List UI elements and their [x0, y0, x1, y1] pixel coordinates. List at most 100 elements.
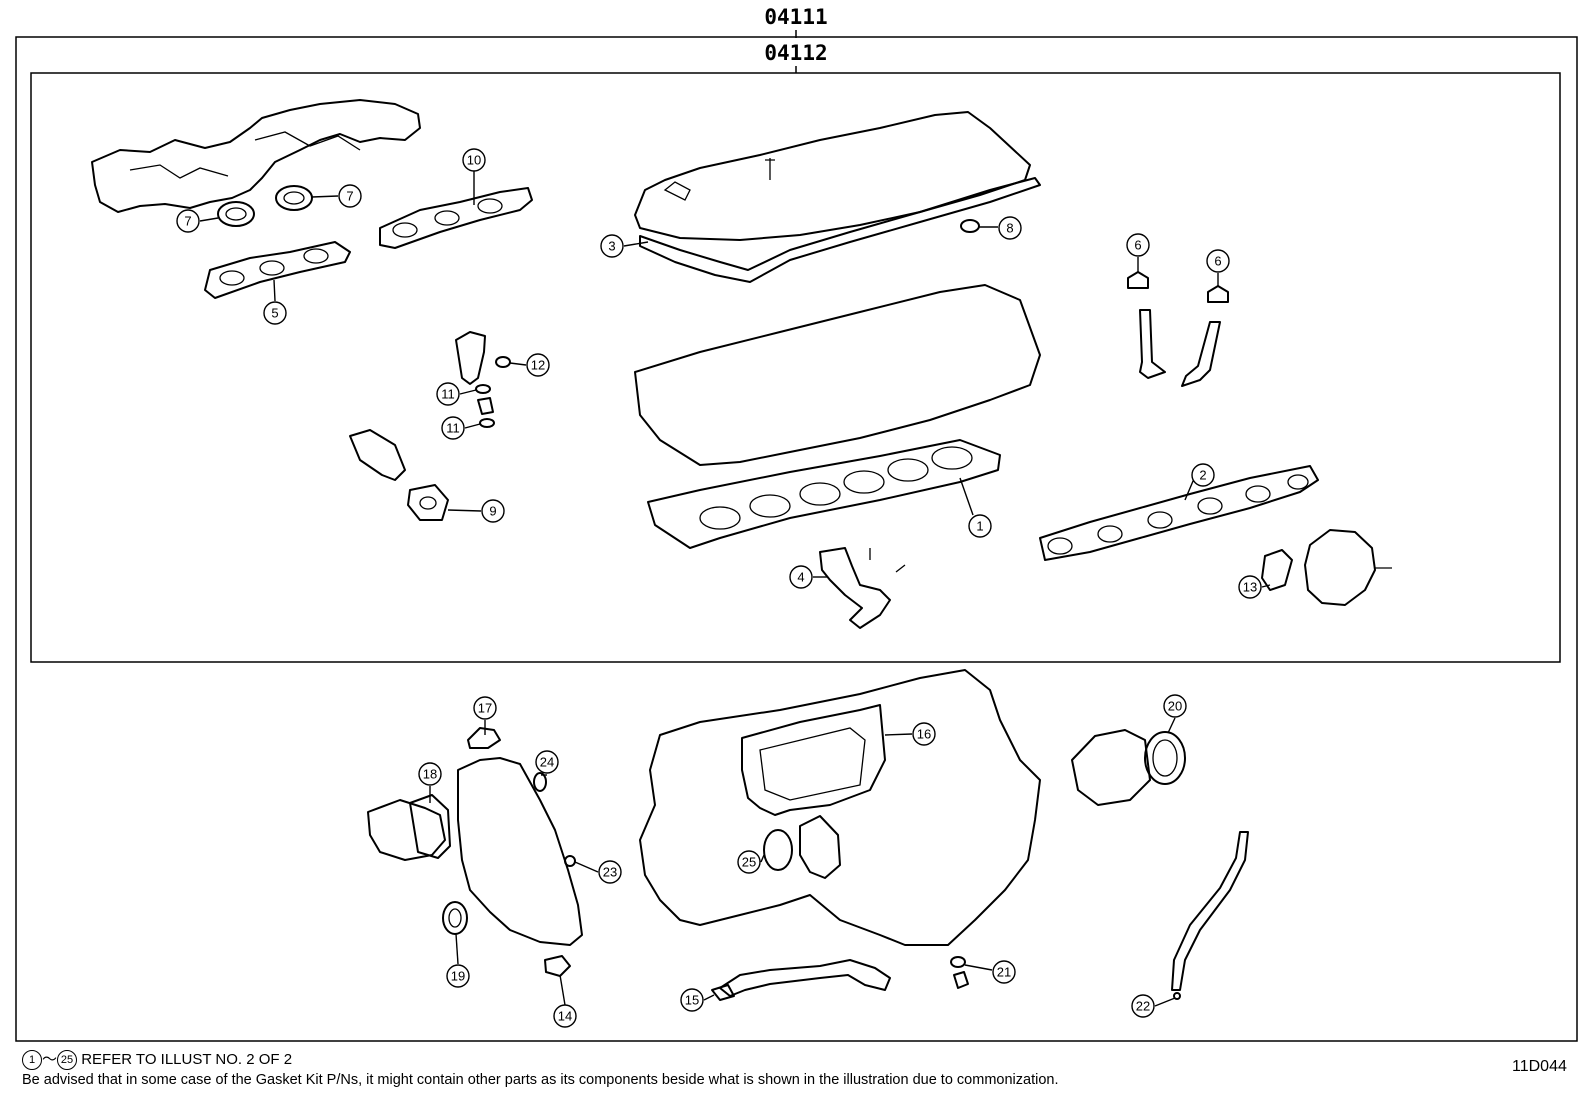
sleeve-11	[477, 397, 494, 415]
exhaust-manifold-gasket-10	[379, 187, 533, 249]
callout-11b: 11	[441, 416, 465, 440]
callout-7a: 7	[176, 209, 200, 233]
range-separator: ～	[42, 1051, 58, 1068]
seal-21	[950, 956, 966, 968]
rear-oil-seal-retainer	[1071, 729, 1151, 806]
svg-text:6: 6	[1214, 254, 1221, 269]
svg-text:24: 24	[540, 755, 554, 770]
cylinder-block	[639, 669, 1041, 946]
exhaust-valve	[1181, 321, 1221, 387]
valve-stem-seal-6b	[1207, 285, 1229, 303]
callout-14: 14	[553, 1004, 577, 1028]
cylinder-head-cover	[634, 111, 1031, 241]
svg-text:19: 19	[451, 969, 465, 984]
svg-text:22: 22	[1136, 999, 1150, 1014]
callout-4: 4	[789, 565, 813, 589]
rear-oil-seal-20	[1144, 731, 1186, 785]
outer-kit-frame	[15, 36, 1578, 1042]
water-pump	[367, 799, 446, 861]
svg-text:4: 4	[797, 570, 804, 585]
svg-text:7: 7	[346, 189, 353, 204]
svg-text:10: 10	[467, 153, 481, 168]
o-ring-12	[495, 356, 511, 368]
svg-text:11: 11	[441, 387, 455, 402]
svg-text:18: 18	[423, 767, 437, 782]
exhaust-manifold-ports	[129, 131, 361, 179]
water-bypass-pipe-4	[819, 547, 891, 629]
water-pump-gasket-18	[409, 794, 451, 859]
gasket-17	[467, 727, 501, 749]
o-ring-11a	[475, 384, 491, 394]
kit-number-inner: 04112	[764, 41, 827, 65]
svg-text:11: 11	[446, 421, 460, 436]
seal-24	[533, 772, 547, 792]
svg-text:2: 2	[1199, 468, 1206, 483]
o-ring-22	[1173, 992, 1181, 1000]
plate-25	[799, 815, 841, 879]
refer-note: REFER TO ILLUST NO. 2 OF 2	[81, 1051, 293, 1068]
svg-text:9: 9	[489, 504, 496, 519]
refer-note-line: 1～25 REFER TO ILLUST NO. 2 OF 2	[22, 1048, 293, 1071]
svg-text:25: 25	[742, 855, 756, 870]
callout-24: 24	[535, 750, 559, 774]
callout-15: 15	[680, 988, 704, 1012]
gasket-ring-7a	[217, 201, 255, 227]
callout-8: 8	[998, 216, 1022, 240]
callout-7b: 7	[338, 184, 362, 208]
svg-text:16: 16	[917, 727, 931, 742]
callout-17: 17	[473, 696, 497, 720]
svg-text:8: 8	[1006, 221, 1013, 236]
svg-text:17: 17	[478, 701, 492, 716]
svg-text:7: 7	[184, 214, 191, 229]
callout-3: 3	[600, 234, 624, 258]
o-ring-25	[763, 829, 793, 871]
callout-16: 16	[912, 722, 936, 746]
intake-valve	[1139, 309, 1166, 379]
callout-10: 10	[462, 148, 486, 172]
head-cover-cap	[663, 158, 775, 201]
svg-text:13: 13	[1243, 580, 1257, 595]
callout-23: 23	[598, 860, 622, 884]
callout-6b: 6	[1206, 249, 1230, 273]
o-ring-11b	[479, 418, 495, 428]
water-inlet-gasket-9	[407, 484, 449, 521]
throttle-body	[1304, 529, 1376, 606]
water-inlet	[349, 429, 406, 481]
seal-23	[564, 855, 576, 867]
gasket-16	[741, 704, 886, 816]
svg-text:23: 23	[603, 865, 617, 880]
callout-19: 19	[446, 964, 470, 988]
gasket-14	[544, 955, 571, 977]
svg-text:6: 6	[1134, 238, 1141, 253]
kit-number-outer: 04111	[764, 5, 827, 29]
callout-13: 13	[1238, 575, 1262, 599]
gasket-ring-7b	[275, 185, 313, 211]
svg-text:12: 12	[531, 358, 545, 373]
throttle-body-gasket-13	[1261, 549, 1293, 591]
callout-20: 20	[1163, 694, 1187, 718]
strainer-gasket-15	[711, 984, 735, 1001]
callout-12: 12	[526, 353, 550, 377]
callout-11a: 11	[436, 382, 460, 406]
callout-21: 21	[992, 960, 1016, 984]
range-end-callout: 25	[57, 1050, 78, 1071]
illustration-code: 11D044	[1512, 1058, 1567, 1075]
range-start-callout: 1	[22, 1050, 42, 1071]
callout-18: 18	[418, 762, 442, 786]
callout-9: 9	[481, 499, 505, 523]
crank-front-oil-seal-19	[442, 901, 468, 935]
cylinder-head	[634, 284, 1041, 466]
inner-kit-frame	[30, 72, 1561, 663]
leader-lines	[199, 170, 1271, 1007]
seal-8	[960, 219, 980, 233]
svg-text:20: 20	[1168, 699, 1182, 714]
callout-5: 5	[263, 301, 287, 325]
cylinder-head-gasket-1	[647, 439, 1001, 549]
svg-text:3: 3	[608, 239, 615, 254]
svg-text:15: 15	[685, 993, 699, 1008]
intake-manifold-gasket-2	[1039, 465, 1319, 561]
svg-text:5: 5	[271, 306, 278, 321]
callout-2: 2	[1191, 463, 1215, 487]
callout-6a: 6	[1126, 233, 1150, 257]
